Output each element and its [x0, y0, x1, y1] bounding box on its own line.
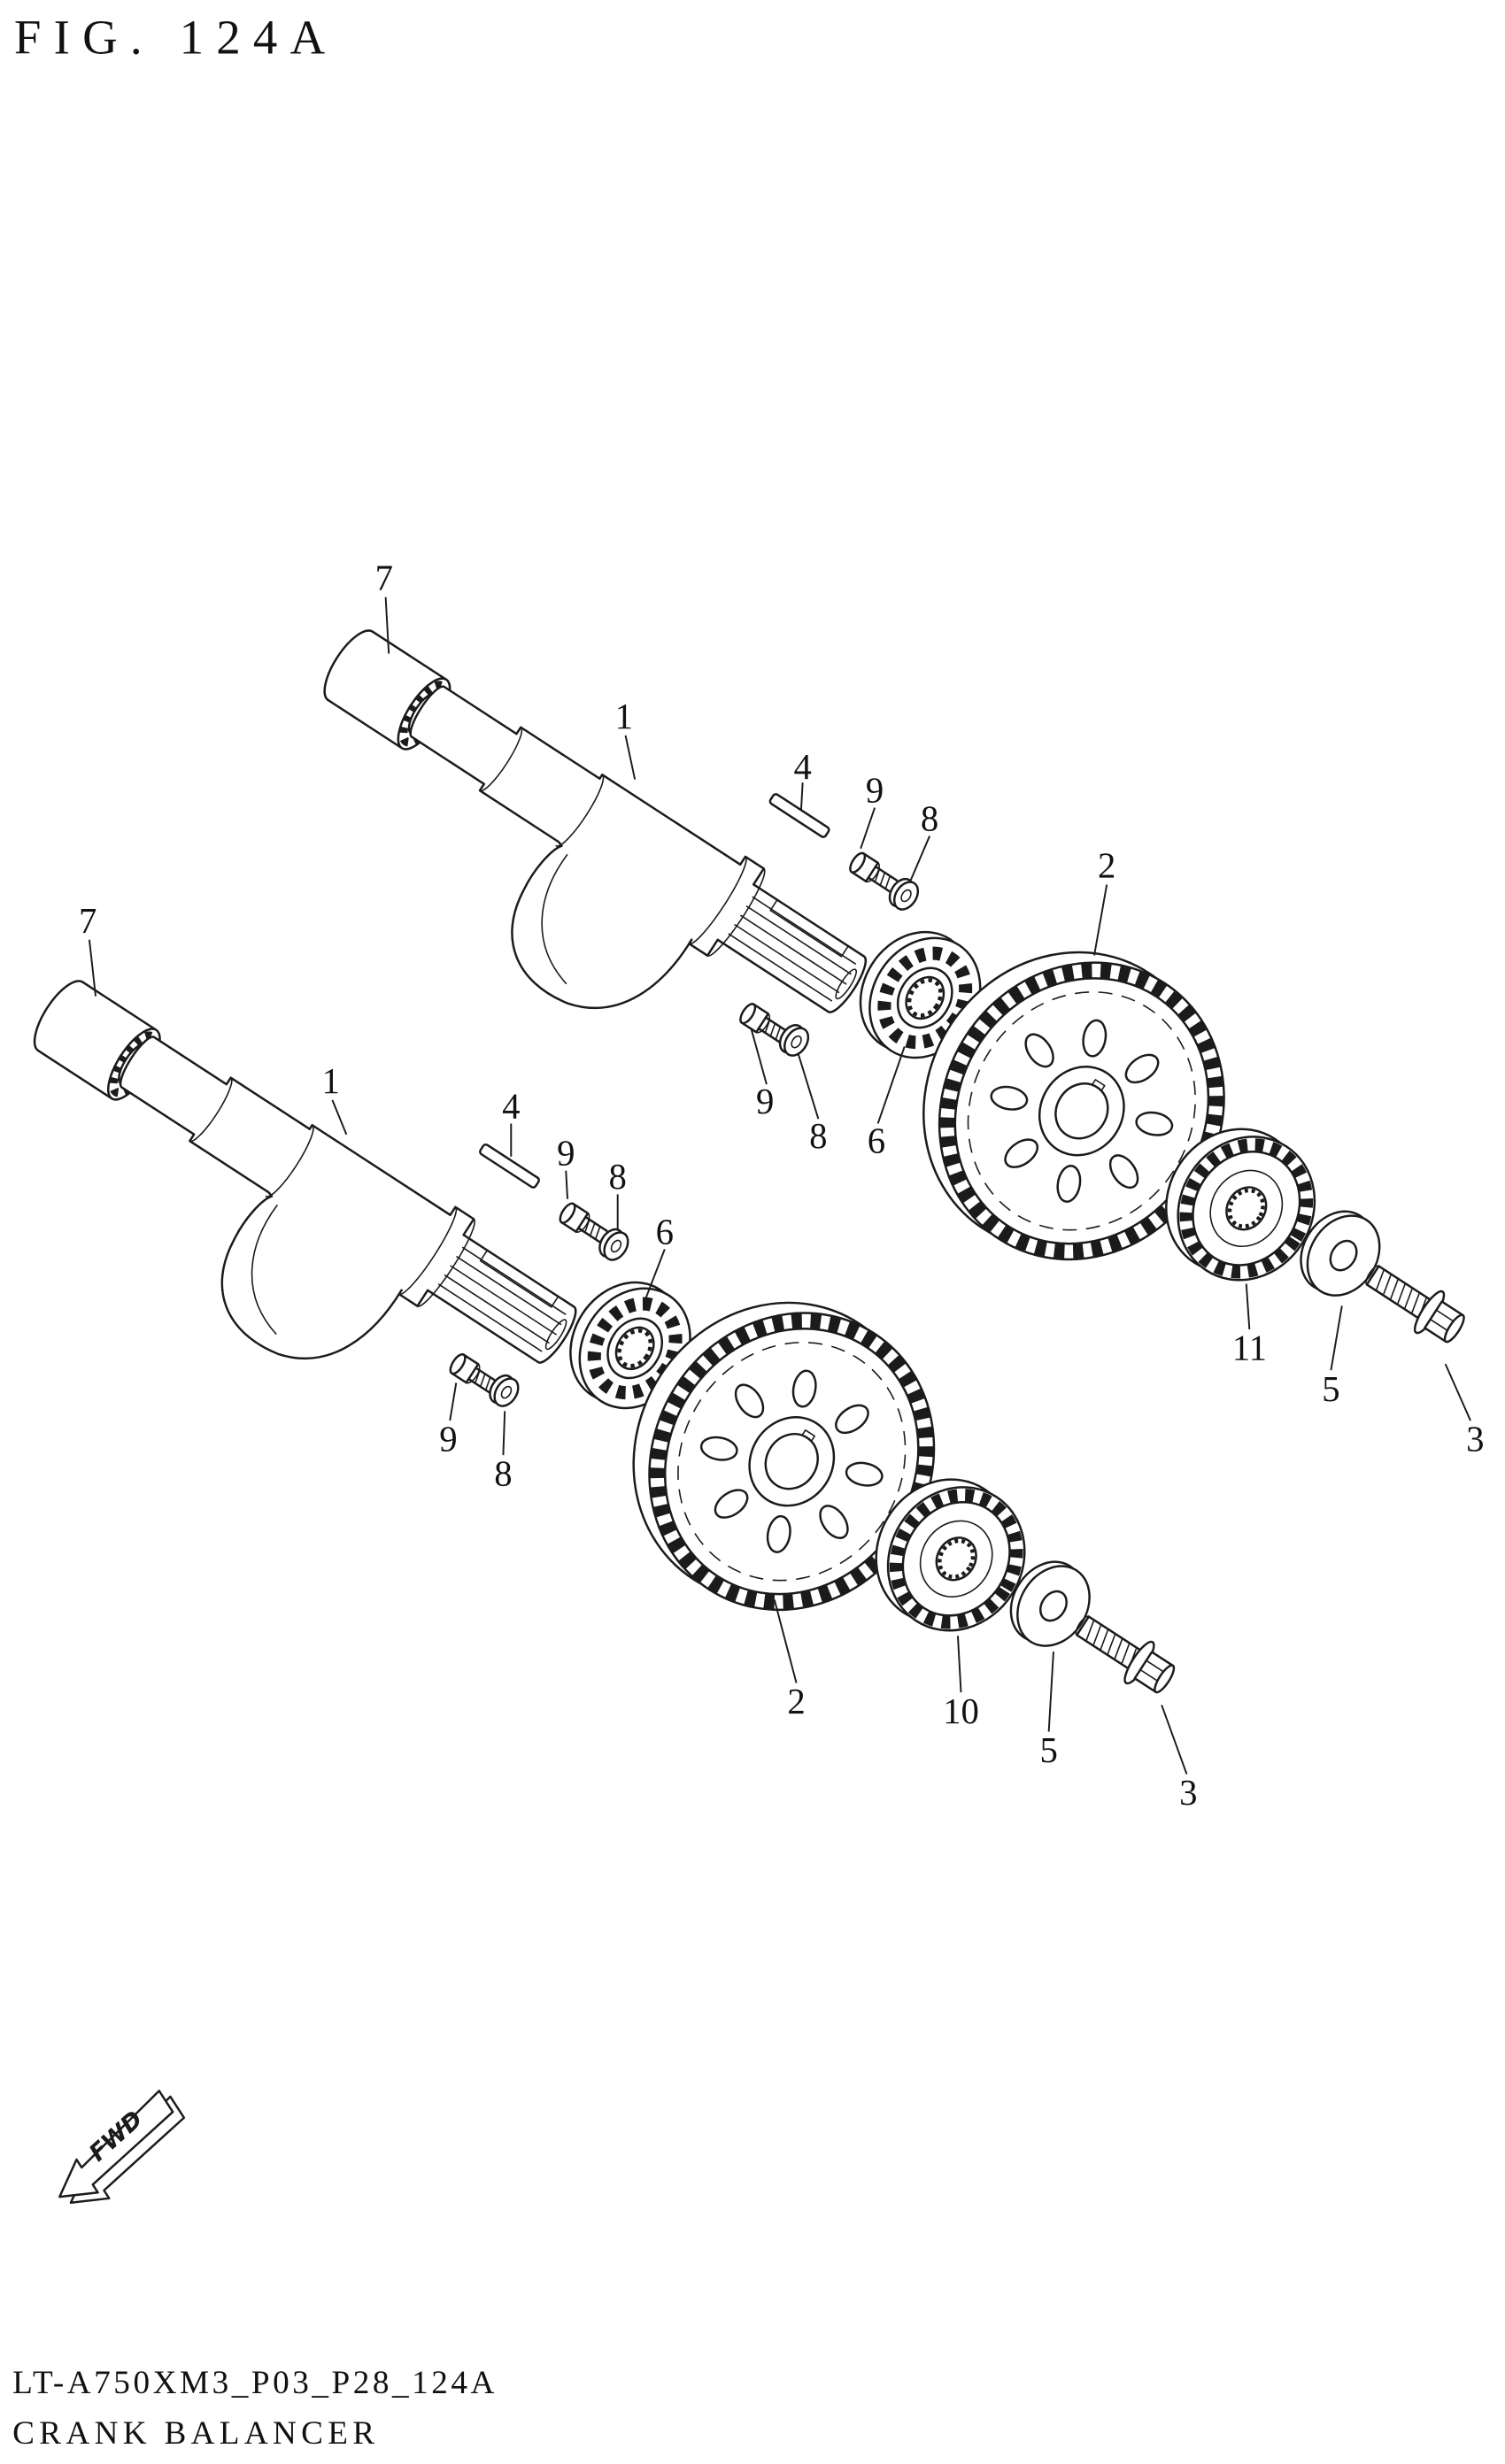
fwd-arrow: FWD [58, 2090, 186, 2204]
callout-upper-9a: 9 [865, 770, 884, 811]
figure-title: FIG. 124A [13, 9, 338, 65]
callout-lower-10: 10 [943, 1691, 979, 1731]
callout-upper-3: 3 [1466, 1420, 1485, 1459]
callout-lower-8a: 8 [608, 1157, 627, 1197]
callout-upper-8a: 8 [920, 798, 939, 839]
callout-lower-1: 1 [321, 1061, 340, 1101]
callout-lower-5: 5 [1039, 1730, 1058, 1771]
callout-upper-8b: 8 [809, 1116, 828, 1156]
callout-lower-3: 3 [1179, 1773, 1198, 1813]
callout-upper-2: 2 [1098, 846, 1116, 886]
callout-upper-5: 5 [1322, 1369, 1340, 1409]
callout-upper-1: 1 [614, 697, 633, 736]
callout-lower-9b: 9 [439, 1420, 458, 1459]
callout-lower-4: 4 [502, 1086, 521, 1127]
callout-lower-6: 6 [655, 1212, 675, 1252]
callout-upper-9b: 9 [755, 1082, 775, 1121]
callout-upper-6: 6 [867, 1120, 886, 1161]
leader-lines-lower [88, 939, 1188, 1775]
footer-figure-name: CRANK BALANCER [12, 2414, 380, 2452]
callout-upper-7: 7 [374, 558, 394, 598]
callout-upper-11: 11 [1231, 1328, 1267, 1368]
callout-lower-7: 7 [78, 901, 97, 941]
leader-lines-upper [384, 597, 1471, 1421]
assembly-upper [315, 623, 1472, 1351]
callout-lower-2: 2 [787, 1682, 806, 1722]
callout-lower-8b: 8 [494, 1454, 513, 1494]
footer-part-code: LT-A750XM3_P03_P28_124A [12, 2363, 498, 2401]
callout-upper-4: 4 [793, 747, 812, 787]
callout-lower-9a: 9 [557, 1134, 575, 1174]
